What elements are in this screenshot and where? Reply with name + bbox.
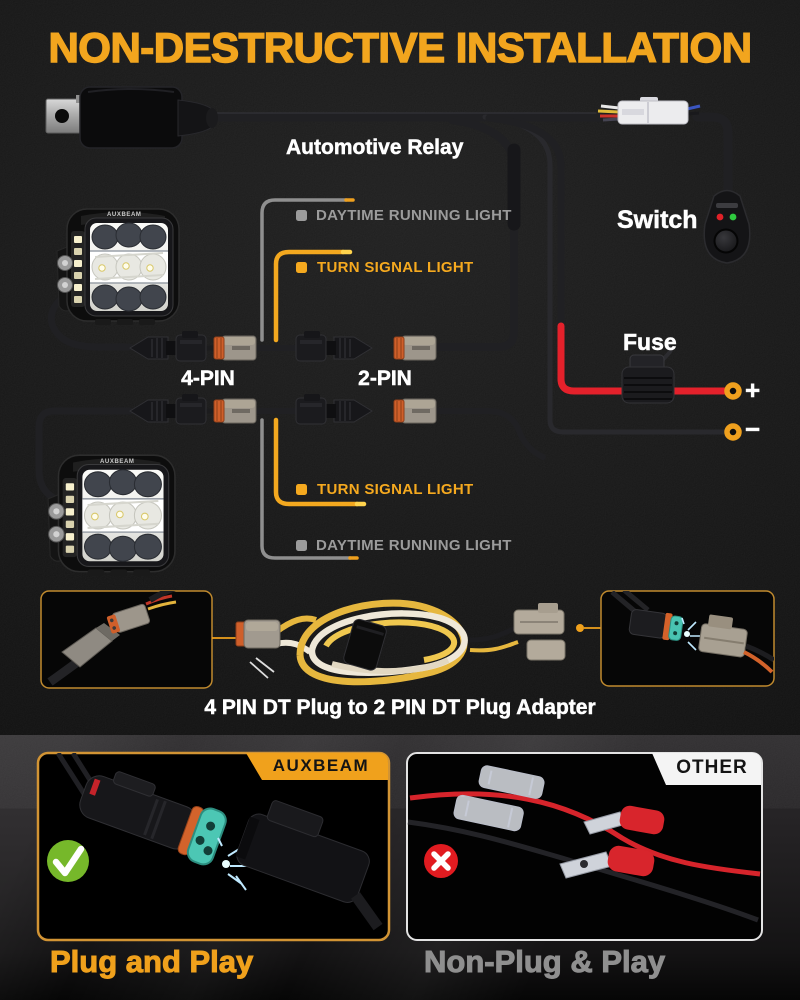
fuse-icon xyxy=(621,344,675,404)
signal-wires xyxy=(260,198,367,560)
relay-icon xyxy=(45,86,218,149)
turn-wire-bottom xyxy=(273,417,360,507)
daytime-wire-bottom xyxy=(260,418,352,560)
spark-icon xyxy=(681,617,700,651)
adapter-cable xyxy=(235,599,566,686)
turn-bottom-bullet-icon xyxy=(296,484,307,495)
daytime-bottom-bullet-icon xyxy=(296,540,307,551)
switch-label: Switch xyxy=(617,206,698,235)
turn-wire-top xyxy=(273,249,346,343)
female-spade-terminals xyxy=(453,765,545,832)
ring-terminal-positive xyxy=(724,382,742,400)
pod1-brand-label: AUXBEAM xyxy=(107,212,142,218)
daytime-running-light-label-bottom: DAYTIME RUNNING LIGHT xyxy=(316,537,512,554)
pod2-brand-label: AUXBEAM xyxy=(100,459,135,465)
auxbeam-dt-plug xyxy=(79,771,227,866)
ring-terminal-negative xyxy=(724,423,742,441)
other-badge-label: OTHER xyxy=(676,757,748,778)
daytime-top-bullet-icon xyxy=(296,210,307,221)
light-pod-2 xyxy=(47,454,176,577)
battery-negative-label: − xyxy=(745,414,761,445)
battery-positive-label: + xyxy=(745,375,761,406)
plug-and-play-caption: Plug and Play xyxy=(49,944,254,980)
adapter-photo-right xyxy=(576,590,775,687)
auxbeam-dt-receptacle xyxy=(235,800,383,931)
page-title: NON-DESTRUCTIVE INSTALLATION xyxy=(48,23,753,71)
spark-icon xyxy=(217,837,248,891)
turn-signal-light-label-top: TURN SIGNAL LIGHT xyxy=(317,259,474,276)
other-badge xyxy=(652,753,761,785)
comparison-card-other xyxy=(406,752,763,941)
white-connector-icon xyxy=(597,97,701,125)
adapter-caption: 4 PIN DT Plug to 2 PIN DT Plug Adapter xyxy=(204,696,596,720)
adapter-photo-left xyxy=(40,590,256,689)
auxbeam-badge-label: AUXBEAM xyxy=(272,756,370,775)
auxbeam-badge xyxy=(246,753,388,780)
two-pin-label: 2-PIN xyxy=(358,367,412,391)
switch-icon xyxy=(703,189,751,264)
power-wire-red xyxy=(557,322,729,395)
male-spade-terminals xyxy=(559,805,665,879)
relay-label: Automotive Relay xyxy=(286,136,464,160)
daytime-running-light-label-top: DAYTIME RUNNING LIGHT xyxy=(316,207,512,224)
light-pod-1 xyxy=(56,208,180,326)
turn-top-bullet-icon xyxy=(296,262,307,273)
four-pin-label: 4-PIN xyxy=(181,367,235,391)
turn-signal-light-label-bottom: TURN SIGNAL LIGHT xyxy=(317,481,474,498)
comparison-card-auxbeam xyxy=(36,751,391,942)
non-plug-and-play-caption: Non-Plug & Play xyxy=(423,944,666,980)
fuse-label: Fuse xyxy=(623,329,677,356)
daytime-wire-top xyxy=(260,198,348,342)
